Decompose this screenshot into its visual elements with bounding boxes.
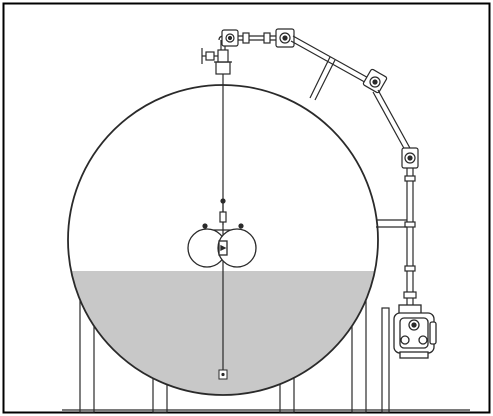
pipe-diagonal-upper [290,35,373,86]
pipe-union-icon [221,29,239,47]
pipe-couplings [403,175,417,299]
float-icon [187,228,257,268]
pipe-union-icon [362,68,388,94]
pipe-diagonal-lower [372,89,412,153]
level-gauge-head-icon [393,304,437,359]
pipe-brace [309,56,336,101]
pipe-union-icon [242,32,271,44]
pipe-side-brace [376,219,407,228]
pipe-union-icon [401,147,419,169]
valve-icon [201,48,218,64]
gauge-support-post [381,307,390,413]
pipe-vertical [406,168,414,305]
pipe-union-icon [275,28,295,48]
top-nozzle [214,49,232,75]
